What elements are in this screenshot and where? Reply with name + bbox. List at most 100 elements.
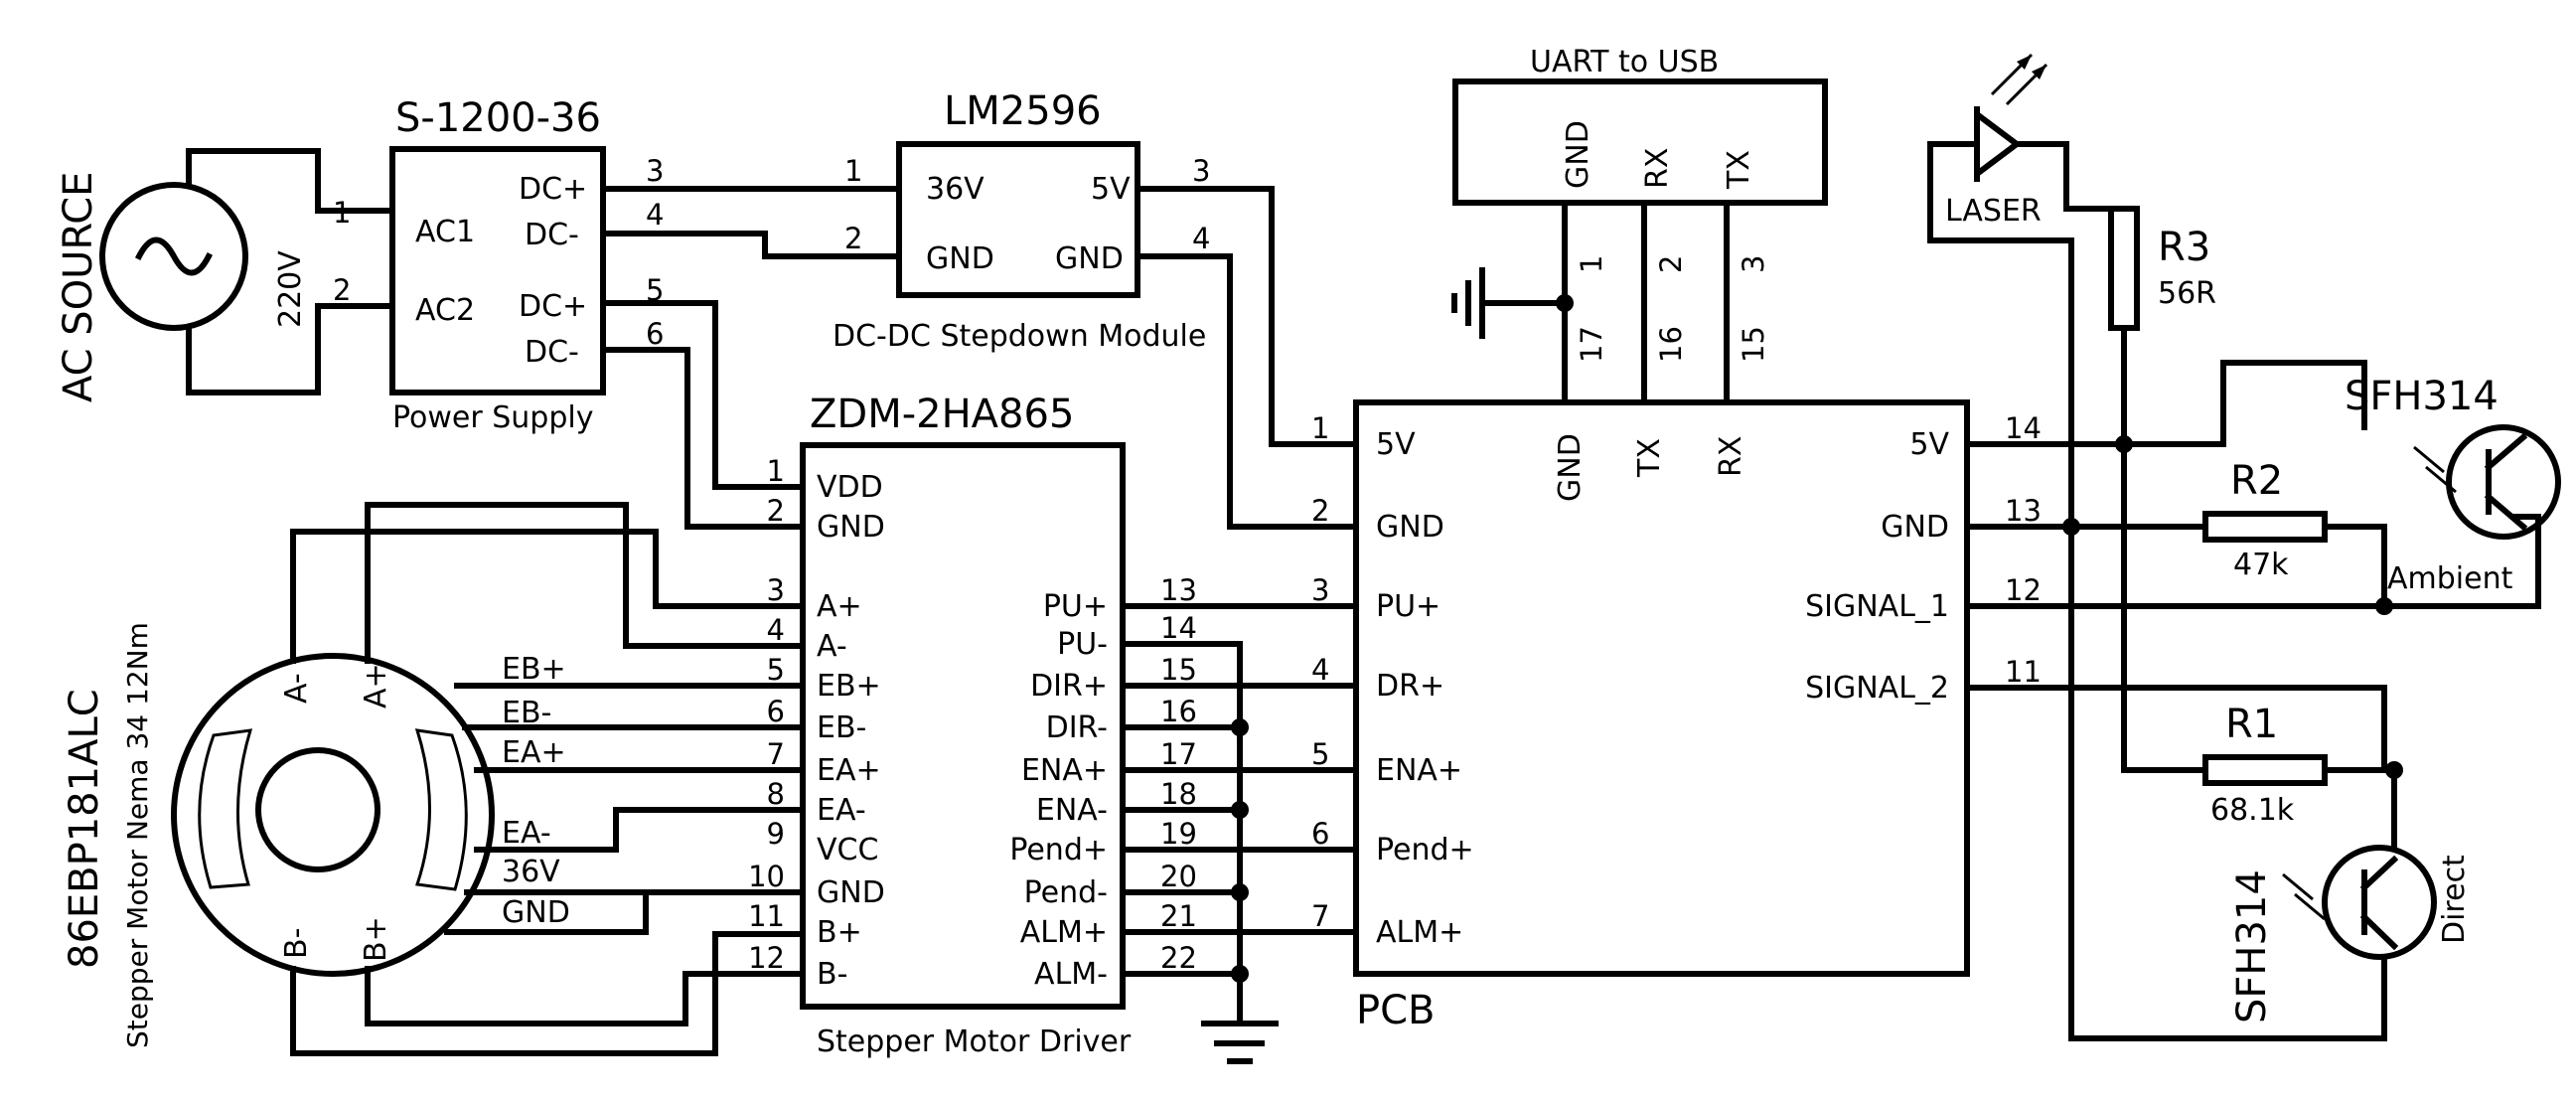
- ac-source-symbol: [99, 182, 248, 331]
- pcb-num-17: 17: [1575, 326, 1608, 363]
- r2-name: R2: [2230, 458, 2283, 504]
- driver-pin-number: 3: [767, 573, 785, 607]
- wire-ea-minus: [474, 807, 806, 853]
- buck-pin-gnd-in: GND: [926, 241, 994, 276]
- resistor-r3: [2108, 206, 2140, 331]
- pcb-pin-label: GND: [1376, 510, 1444, 545]
- psu-pin-ac1: AC1: [415, 215, 475, 249]
- driver-pin-number: 18: [1160, 777, 1197, 811]
- motor-wire-gnd: GND: [502, 895, 570, 930]
- r2-value: 47k: [2233, 548, 2289, 582]
- driver-pin-label: PU-: [1057, 627, 1108, 662]
- driver-pin-label: VCC: [817, 833, 878, 867]
- pcb-pin-tx: TX: [1632, 438, 1667, 478]
- buck-net-2: 2: [844, 222, 862, 255]
- motor-wire-eaminus: EA-: [502, 816, 551, 851]
- driver-pin-label: EB+: [817, 669, 881, 704]
- motor-ring-bplus: B+: [359, 916, 393, 962]
- driver-pin-label: B-: [817, 957, 847, 992]
- buck-converter: LM2596 DC-DC Stepdown Module 36V GND 5V …: [833, 88, 1210, 354]
- driver-pin-label: GND: [817, 510, 885, 545]
- q1-name: SFH314: [2345, 374, 2499, 419]
- driver-pin-label: EA-: [817, 793, 866, 828]
- resistor-r1: [2202, 754, 2328, 786]
- driver-pin-label: Pend+: [1009, 833, 1108, 867]
- driver-pin-label: ENA-: [1036, 793, 1108, 828]
- pcb-num-16: 16: [1654, 326, 1688, 363]
- wire-b-plus: [290, 931, 806, 1056]
- r3-name: R3: [2158, 225, 2210, 270]
- motor-wire-ebplus: EB+: [502, 652, 566, 687]
- power-supply: S-1200-36 Power Supply AC1 AC2 DC+ DC- D…: [389, 95, 664, 435]
- transistor-icon: [2446, 424, 2561, 540]
- wire-q1-collector: [2121, 360, 2367, 447]
- uart-title: UART to USB: [1530, 45, 1719, 79]
- pcb-pin-number: 14: [2005, 411, 2042, 445]
- driver-pin-number: 22: [1160, 941, 1197, 975]
- buck-net-3: 3: [1192, 154, 1210, 188]
- driver-pin-label: VDD: [817, 470, 883, 505]
- uart-box: [1452, 79, 1828, 206]
- resistor-r2: [2202, 511, 2328, 543]
- driver-pin-number: 9: [767, 817, 785, 851]
- uart-num-2: 2: [1654, 255, 1688, 273]
- driver-pin-label: B+: [817, 915, 862, 950]
- wire-r2-node: [2322, 524, 2387, 609]
- pcb-pin-gnd-top: GND: [1553, 433, 1588, 502]
- stepper-driver: ZDM-2HA865 Stepper Motor Driver: [800, 392, 1132, 1059]
- buck-pin-gnd-out: GND: [1055, 241, 1124, 276]
- driver-pin-label: ALM-: [1034, 957, 1108, 992]
- driver-pin-label: ALM+: [1020, 915, 1108, 950]
- driver-pin-number: 11: [748, 899, 785, 933]
- wire-buck-5v: [1135, 186, 1359, 447]
- motor-coil-right: [414, 728, 468, 891]
- r3-value: 56R: [2158, 276, 2216, 311]
- buck-caption: DC-DC Stepdown Module: [833, 319, 1206, 354]
- q1-role: Ambient: [2387, 561, 2513, 596]
- pcb-pin-label: SIGNAL_1: [1805, 589, 1949, 624]
- psu-pin-dcp1: DC+: [519, 172, 587, 207]
- driver-pin-number: 10: [748, 860, 785, 893]
- psu-pin-dcm1: DC-: [525, 218, 579, 252]
- motor-wire-36v: 36V: [502, 855, 560, 889]
- psu-net-6: 6: [646, 317, 664, 351]
- driver-pin-number: 16: [1160, 695, 1197, 728]
- motor-ring-aminus: A-: [279, 673, 314, 704]
- pcb-pin-number: 2: [1311, 494, 1329, 528]
- psu-pin-dcm2: DC-: [525, 335, 579, 370]
- motor-wire-eaplus: EA+: [502, 735, 566, 770]
- uart-num-3: 3: [1737, 255, 1770, 273]
- pcb-pin-label: ALM+: [1376, 915, 1463, 950]
- laser-diode: LASER: [1927, 53, 2387, 1041]
- r1-value: 68.1k: [2210, 793, 2295, 828]
- driver-pin-label: DIR-: [1046, 710, 1108, 745]
- stepper-motor: 86EBP181ALC Stepper Motor Nema 34 12Nm A…: [62, 622, 570, 1048]
- driver-pin-number: 6: [767, 695, 785, 728]
- pcb-pin-label: 5V: [1909, 427, 1949, 462]
- driver-pin-label: EA+: [817, 753, 881, 788]
- wire-signal2: [1964, 685, 2387, 773]
- wire-ac2: [186, 303, 395, 395]
- driver-pin-number: 7: [767, 737, 785, 771]
- buck-net-1: 1: [844, 154, 862, 188]
- psu-model: S-1200-36: [395, 95, 601, 141]
- buck-box: [896, 141, 1140, 298]
- wire-a-plus: [290, 529, 806, 664]
- psu-caption: Power Supply: [392, 400, 593, 435]
- wire-b-minus: [365, 966, 806, 1026]
- buck-net-4: 4: [1192, 222, 1210, 255]
- driver-pin-label: DIR+: [1030, 669, 1108, 704]
- motor-body: [171, 653, 495, 977]
- pcb-pin-number: 5: [1311, 737, 1329, 771]
- pcb-pin-label: GND: [1881, 510, 1949, 545]
- psu-net-3: 3: [646, 154, 664, 188]
- motor-rotor: [255, 747, 380, 872]
- driver-pin-number: 14: [1160, 611, 1197, 645]
- driver-pin-number: 4: [767, 613, 785, 647]
- sine-icon: [134, 236, 214, 276]
- driver-pin-label: ENA+: [1021, 753, 1108, 788]
- pcb-pin-label: 5V: [1376, 427, 1416, 462]
- wire-psu-dcm1: [600, 231, 902, 259]
- driver-pin-label: GND: [817, 875, 885, 910]
